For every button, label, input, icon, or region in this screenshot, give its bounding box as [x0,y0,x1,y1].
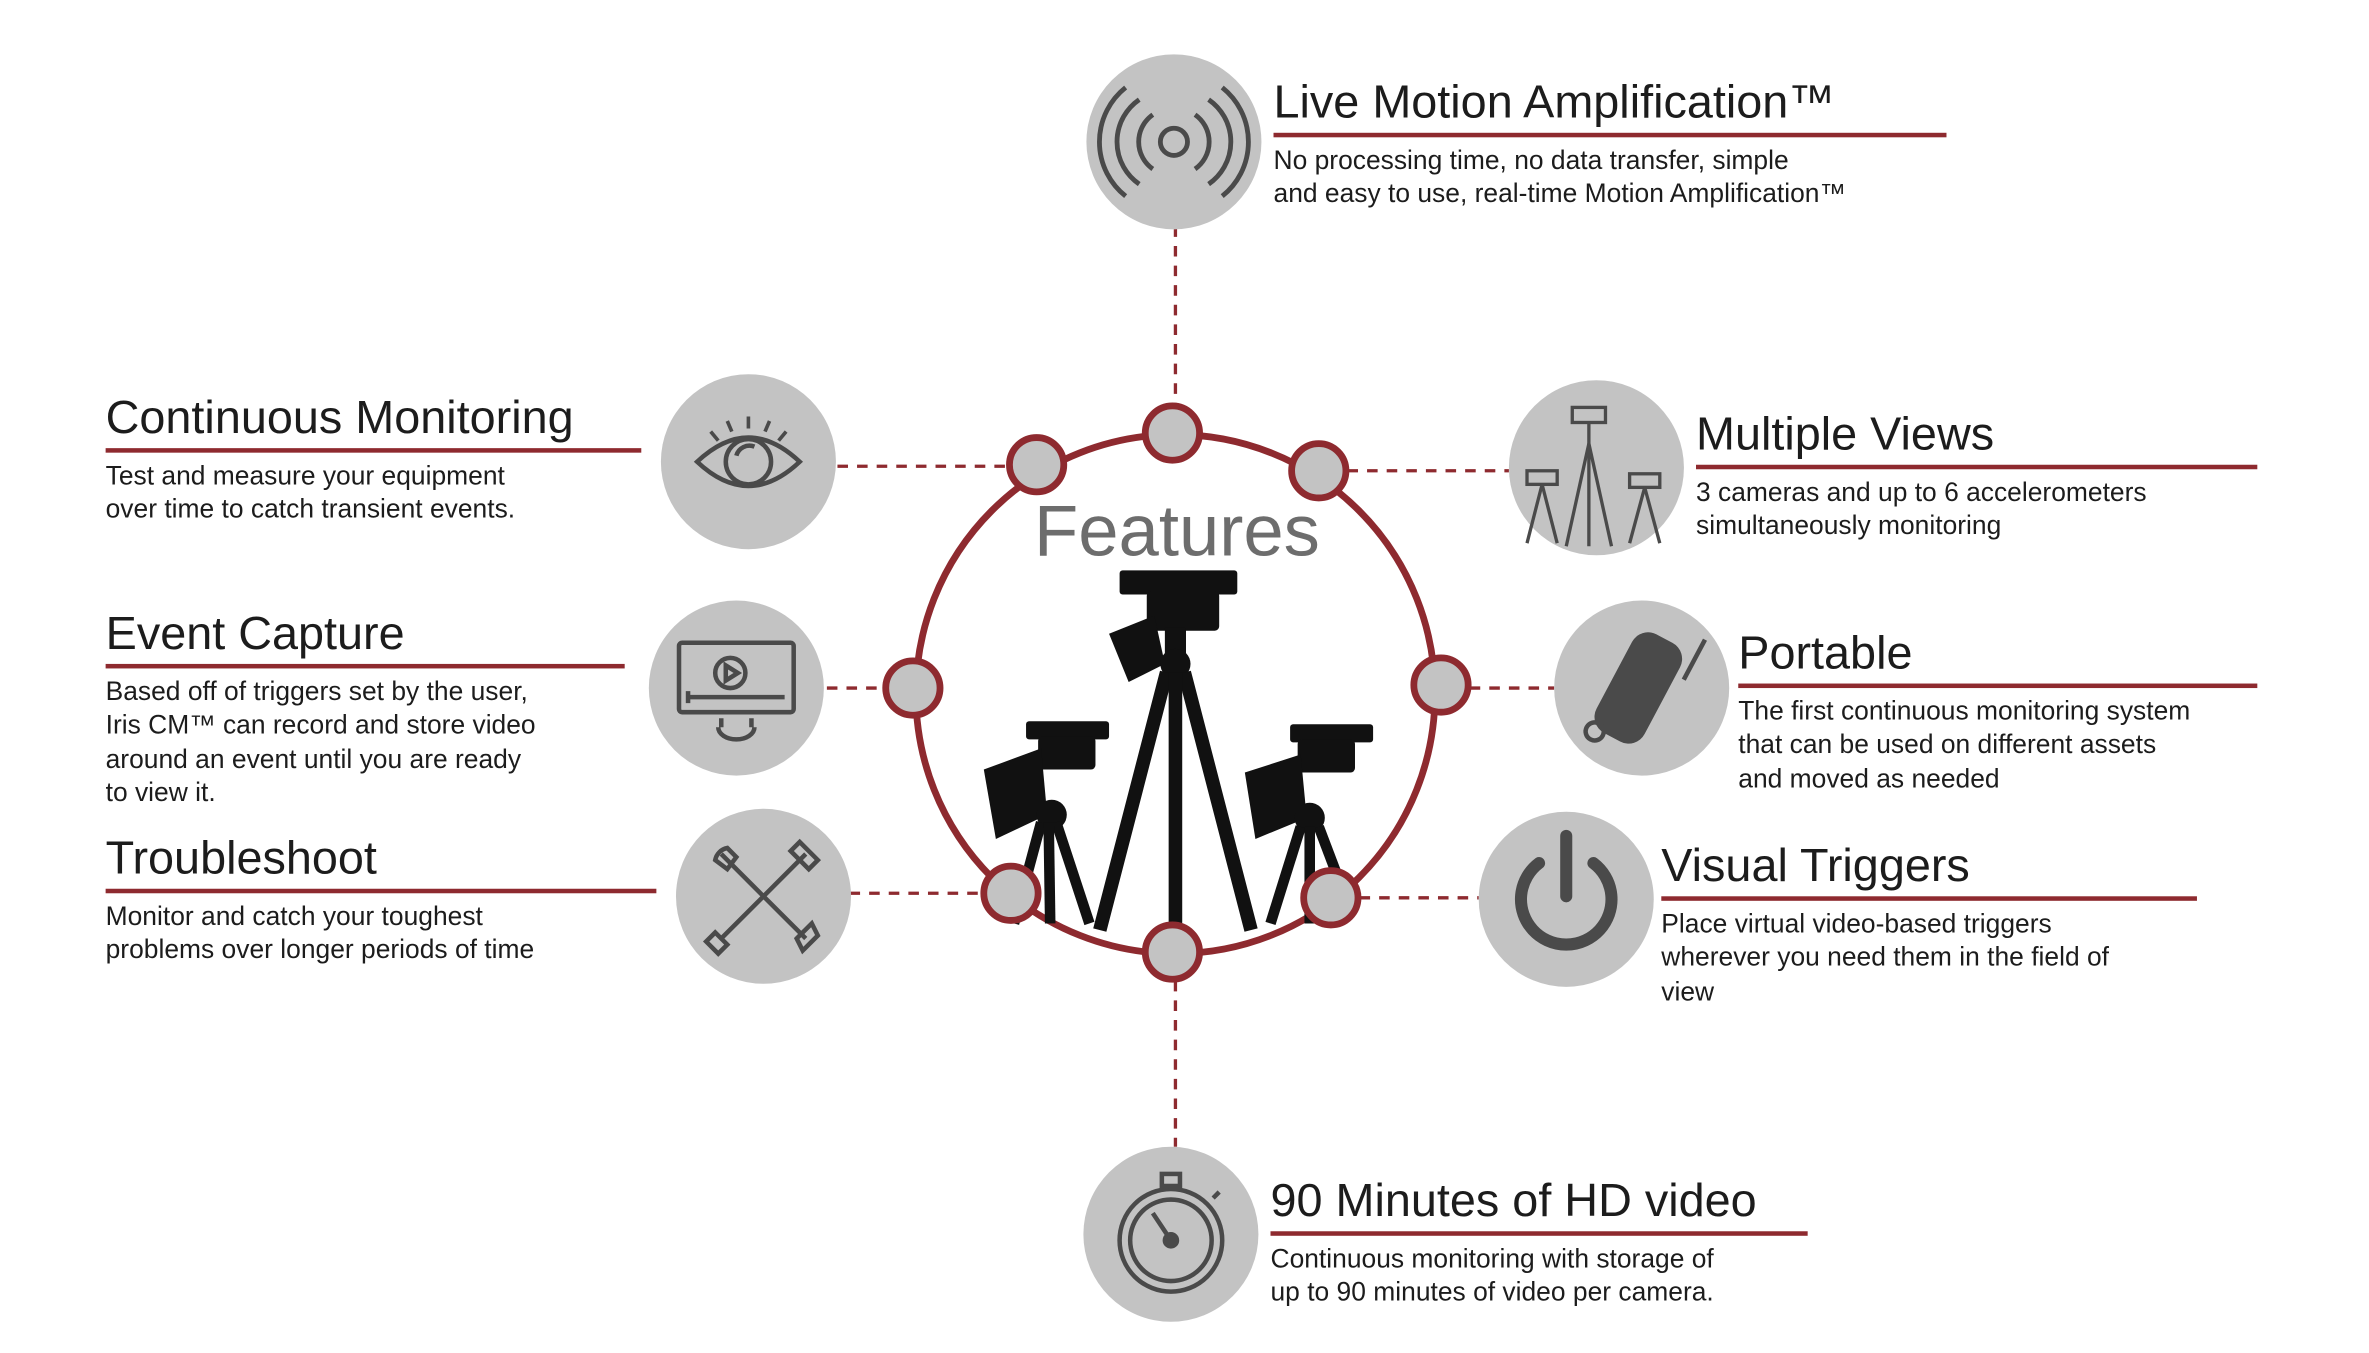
ring-node-bottom-left [980,862,1042,924]
feature-description: Monitor and catch your toughest problems… [105,900,535,965]
power-icon [1478,811,1654,987]
wrench-screwdriver-icon [675,808,852,984]
ring-node-left [882,657,944,719]
feature-description: Based off of triggers set by the user, I… [105,675,536,808]
eye-icon [660,374,836,550]
feature-description: No processing time, no data transfer, si… [1273,144,1846,209]
feature-visual-triggers: Visual Triggers Place virtual video-base… [1661,839,2197,1008]
feature-description: Place virtual video-based triggers where… [1661,908,2110,1006]
feature-title: Continuous Monitoring [105,391,642,453]
feature-title: Portable [1738,626,2258,689]
feature-multiple-views: Multiple Views 3 cameras and up to 6 acc… [1696,407,2258,542]
feature-description: Test and measure your equipment over tim… [105,460,516,525]
feature-title: Troubleshoot [105,831,657,894]
feature-title: Visual Triggers [1661,839,2197,901]
feature-troubleshoot: Troubleshoot Monitor and catch your toug… [105,831,657,966]
feature-continuous-monitoring: Continuous Monitoring Test and measure y… [105,391,642,526]
feature-event-capture: Event Capture Based off of triggers set … [105,607,625,809]
feature-title: Event Capture [105,607,625,669]
center-title: Features [1034,491,1320,572]
rolling-case-icon [1554,600,1730,776]
ring-node-top [1141,402,1203,464]
ring-node-bottom-right [1300,867,1362,929]
feature-title: 90 Minutes of HD video [1270,1174,1808,1236]
stopwatch-icon [1083,1146,1259,1322]
signal-waves-icon [1086,54,1262,230]
feature-description: Continuous monitoring with storage of up… [1270,1243,1714,1308]
ring-node-top-left [1006,434,1068,496]
feature-live-motion: Live Motion Amplification™ No processing… [1273,75,1947,210]
feature-description: The first continuous monitoring system t… [1738,695,2191,794]
feature-90-minutes: 90 Minutes of HD video Continuous monito… [1270,1174,1808,1309]
feature-portable: Portable The first continuous monitoring… [1738,626,2258,795]
feature-title: Multiple Views [1696,407,2258,470]
video-player-icon [648,600,824,776]
tripods-icon [1508,380,1684,556]
ring-node-bottom [1141,921,1203,983]
ring-node-right [1410,654,1472,716]
ring-node-top-right [1288,440,1350,502]
feature-description: 3 cameras and up to 6 accelerometers sim… [1696,476,2147,541]
feature-title: Live Motion Amplification™ [1273,75,1947,138]
